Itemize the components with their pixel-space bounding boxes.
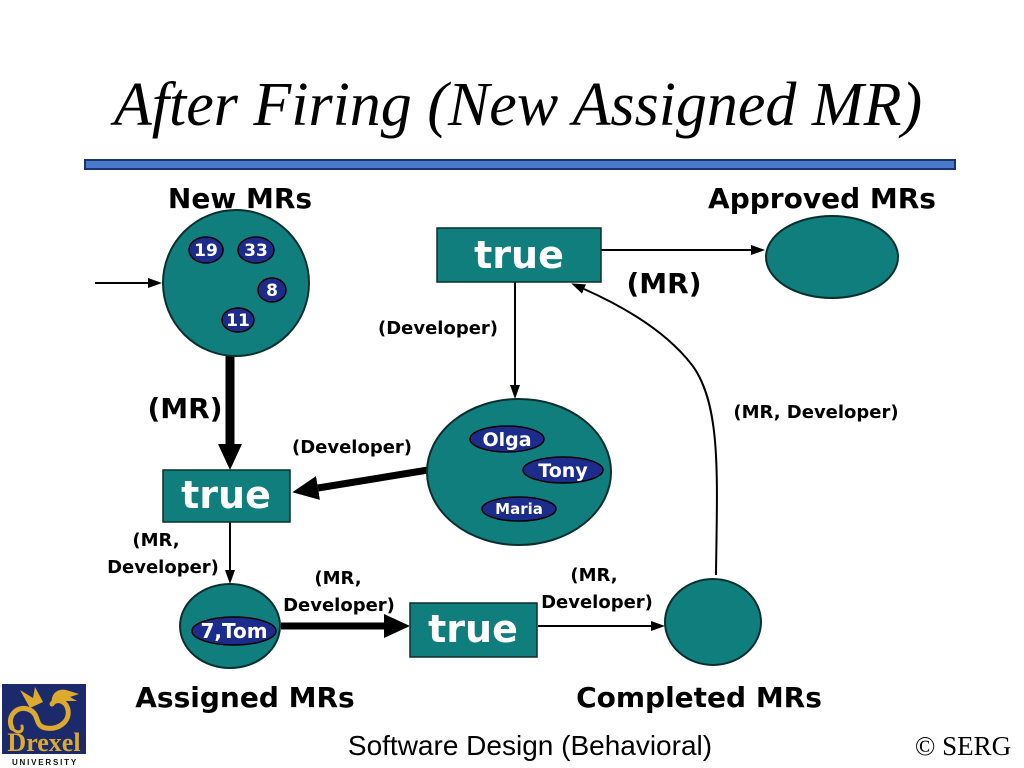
token-label: Tony (538, 460, 588, 482)
drexel-dragon-icon (8, 687, 79, 734)
token-label: Olga (482, 429, 531, 451)
arc-label-developers-to-assign: (Developer) (292, 437, 412, 458)
logo-wordmark: Drexel (7, 728, 80, 757)
token: Maria (481, 496, 557, 522)
transition-guard: true (474, 233, 564, 277)
token-label: 33 (244, 241, 268, 261)
token-marker (257, 277, 287, 303)
transition-box (436, 227, 602, 283)
token: 11 (221, 307, 255, 333)
place-new-mrs (162, 209, 310, 357)
label-approved-mrs: Approved MRs (708, 182, 936, 215)
place-completed-mrs (664, 578, 762, 666)
token-marker (191, 616, 277, 646)
token-marker (481, 496, 557, 522)
arc-label-completed-to-approve: (MR, Developer) (733, 402, 898, 423)
arc-label-assign-to-assigned-line1: (MR, (132, 530, 179, 551)
slide-title: After Firing (New Assigned MR) (110, 71, 922, 139)
copyright-notice: © SERG (915, 731, 1011, 761)
arc-label-new-mrs-to-assign: (MR) (147, 392, 222, 425)
label-completed-mrs: Completed MRs (576, 681, 822, 714)
label-assigned-mrs: Assigned MRs (135, 681, 354, 714)
token: 7,Tom (191, 616, 277, 646)
token-label: 11 (226, 311, 250, 331)
token: 33 (237, 236, 275, 264)
token-marker (522, 456, 604, 484)
logo-subtitle-band (2, 754, 86, 768)
title-divider (84, 159, 956, 170)
arc-label-assigned-to-complete-line1: (MR, (314, 568, 361, 589)
logo-subtitle: UNIVERSITY (12, 758, 78, 767)
token-marker (188, 236, 224, 264)
token: 19 (188, 236, 224, 264)
token-label: 8 (266, 281, 278, 301)
arc-label-approve-to-approved: (MR) (626, 267, 701, 300)
transition-approve: true (436, 227, 602, 283)
arc-label-complete-to-completed-line2: Developer) (541, 592, 653, 613)
transition-assign: true (162, 469, 291, 523)
arc-label-approve-to-developers: (Developer) (378, 318, 498, 339)
drexel-logo: Drexel UNIVERSITY (2, 684, 86, 768)
transition-box (162, 469, 291, 523)
arc-label-assigned-to-complete-line2: Developer) (283, 595, 395, 616)
place-approved-mrs (765, 215, 899, 299)
arc-label-assign-to-assigned-line2: Developer) (107, 557, 219, 578)
token-marker (221, 307, 255, 333)
slide-footer: Software Design (Behavioral) (348, 730, 712, 761)
arc-completed-mrs-to-approve (571, 283, 718, 576)
token: 8 (257, 277, 287, 303)
transition-guard: true (428, 607, 518, 651)
token-label: Maria (495, 500, 543, 518)
token-label: 19 (194, 241, 218, 261)
transition-box (409, 602, 538, 658)
arc-developers-to-assign (292, 466, 429, 500)
token-marker (469, 425, 545, 453)
token-label: 7,Tom (200, 619, 267, 643)
transition-complete: true (409, 602, 538, 658)
transition-guard: true (181, 473, 271, 517)
token: Olga (469, 425, 545, 453)
token-marker (237, 236, 275, 264)
arc-label-complete-to-completed-line1: (MR, (570, 565, 617, 586)
token: Tony (522, 456, 604, 484)
